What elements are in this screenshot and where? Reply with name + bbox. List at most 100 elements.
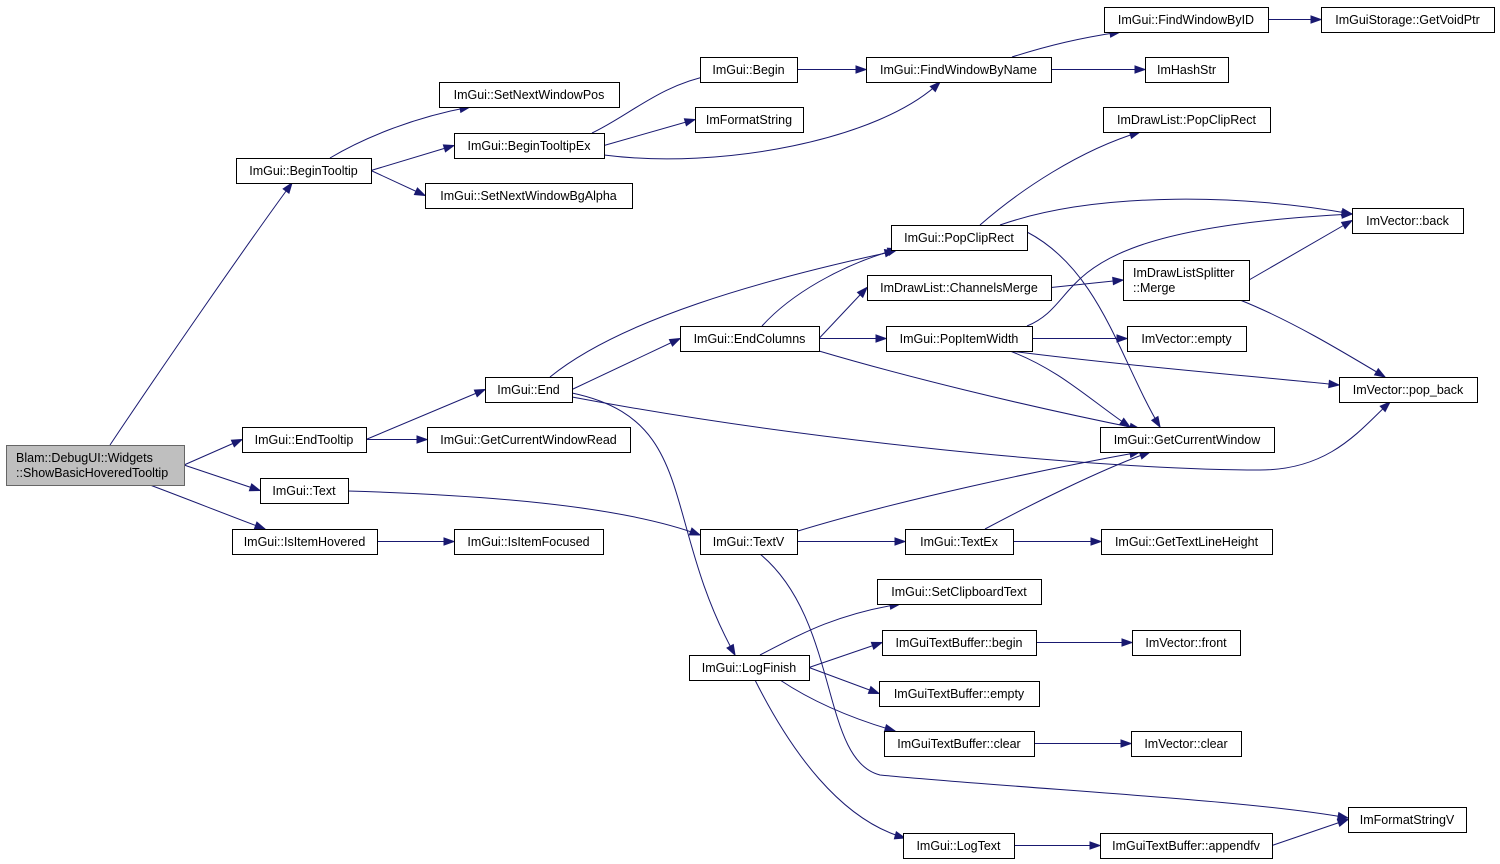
node-popcliprect-dl[interactable]: ImDrawList::PopClipRect <box>1103 107 1271 133</box>
nodes-layer: Blam::DebugUI::Widgets::ShowBasicHovered… <box>6 7 1495 859</box>
arrowhead <box>1150 415 1161 429</box>
edge-logfinish-to-tb-begin <box>808 641 884 668</box>
node-label: ImGui::SetClipboardText <box>891 585 1027 599</box>
node-merge[interactable]: ImDrawListSplitter::Merge <box>1123 260 1250 301</box>
edge-channelsmerge-to-merge <box>1050 276 1125 288</box>
node-label: ImGui::FindWindowByName <box>880 63 1037 77</box>
node-show[interactable]: Blam::DebugUI::Widgets::ShowBasicHovered… <box>6 445 185 486</box>
arrowhead <box>875 334 888 343</box>
edge-line <box>603 119 696 146</box>
node-formatstring[interactable]: ImFormatString <box>695 107 804 133</box>
node-begintooltip[interactable]: ImGui::BeginTooltip <box>236 158 372 184</box>
node-label: ImVector::back <box>1366 214 1449 228</box>
edge-end-to-logfinish <box>571 392 736 657</box>
node-label: ImGui::PopItemWidth <box>900 332 1019 346</box>
edge-findwindowbyid-to-getvoidptr <box>1268 15 1323 24</box>
node-box <box>1103 107 1271 133</box>
node-findwindowbyid[interactable]: ImGui::FindWindowByID <box>1104 7 1269 33</box>
node-box <box>1145 57 1229 83</box>
node-box <box>884 731 1035 757</box>
edge-end-to-endcolumns <box>571 337 682 390</box>
node-imhashstr[interactable]: ImHashStr <box>1145 57 1229 83</box>
node-tb-begin[interactable]: ImGuiTextBuffer::begin <box>882 630 1037 656</box>
node-begin[interactable]: ImGui::Begin <box>700 57 798 83</box>
node-getcurrentwindowread[interactable]: ImGui::GetCurrentWindowRead <box>427 427 631 453</box>
arrowhead <box>1121 638 1134 647</box>
node-getcurrentwindow[interactable]: ImGui::GetCurrentWindow <box>1100 427 1275 453</box>
node-v-back[interactable]: ImVector::back <box>1352 208 1464 234</box>
node-box <box>867 275 1052 301</box>
node-setnextwindowbgalpha[interactable]: ImGui::SetNextWindowBgAlpha <box>425 183 633 209</box>
node-text[interactable]: ImGui::Text <box>260 478 349 504</box>
edge-logfinish-to-setclipboardtext <box>759 601 902 656</box>
edge-isitemhovered-to-isitemfocused <box>377 537 456 546</box>
node-label: ImGui::GetTextLineHeight <box>1115 535 1259 549</box>
node-endcolumns[interactable]: ImGui::EndColumns <box>680 326 820 352</box>
node-endtooltip[interactable]: ImGui::EndTooltip <box>242 427 367 453</box>
node-label: Blam::DebugUI::Widgets <box>16 451 153 465</box>
node-begintooltipex[interactable]: ImGui::BeginTooltipEx <box>454 133 605 159</box>
arrowhead <box>1134 65 1147 74</box>
node-box <box>700 529 798 555</box>
arrowhead <box>688 527 702 536</box>
edge-line <box>754 679 906 839</box>
arrowhead <box>883 723 897 733</box>
node-formatstringv[interactable]: ImFormatStringV <box>1348 807 1467 833</box>
edge-line <box>818 350 1141 430</box>
node-v-front[interactable]: ImVector::front <box>1132 630 1241 656</box>
node-setnextwindowpos[interactable]: ImGui::SetNextWindowPos <box>439 82 620 108</box>
node-setclipboardtext[interactable]: ImGui::SetClipboardText <box>877 579 1042 605</box>
node-isitemhovered[interactable]: ImGui::IsItemHovered <box>232 529 378 555</box>
node-v-empty[interactable]: ImVector::empty <box>1127 326 1247 352</box>
edge-begintooltip-to-setnextwindowpos <box>329 104 472 159</box>
node-label: ImGui::EndTooltip <box>255 433 354 447</box>
node-findwindowbyname[interactable]: ImGui::FindWindowByName <box>866 57 1052 83</box>
edge-endcolumns-to-channelsmerge <box>818 286 869 339</box>
edge-line <box>797 451 1141 532</box>
node-box <box>905 529 1014 555</box>
arrowhead <box>893 831 907 840</box>
node-popcliprect-imgui[interactable]: ImGui::PopClipRect <box>891 225 1028 251</box>
node-v-clear[interactable]: ImVector::clear <box>1131 731 1242 757</box>
arrowhead <box>1336 811 1350 821</box>
arrowhead <box>473 388 487 398</box>
node-popitemwidth[interactable]: ImGui::PopItemWidth <box>886 326 1033 352</box>
node-label: ImGui::End <box>497 383 560 397</box>
node-box <box>1348 807 1467 833</box>
edge-line <box>183 439 243 466</box>
arrowhead <box>1373 367 1387 378</box>
node-v-pop-back[interactable]: ImVector::pop_back <box>1339 377 1478 403</box>
node-getvoidptr[interactable]: ImGuiStorage::GetVoidPtr <box>1321 7 1495 33</box>
edge-findwindowbyname-to-imhashstr <box>1051 65 1147 74</box>
edge-logfinish-to-logtext <box>754 679 907 840</box>
node-label: ImGui::GetCurrentWindowRead <box>440 433 617 447</box>
node-tb-clear[interactable]: ImGuiTextBuffer::clear <box>884 731 1035 757</box>
node-gettextlineheight[interactable]: ImGui::GetTextLineHeight <box>1101 529 1273 555</box>
edge-textex-to-gettextlineheight <box>1013 537 1103 546</box>
node-label: ImGuiTextBuffer::clear <box>897 737 1020 751</box>
node-textv[interactable]: ImGui::TextV <box>700 529 798 555</box>
edge-tb-clear-to-v-clear <box>1034 739 1133 748</box>
node-tb-appendfv[interactable]: ImGuiTextBuffer::appendfv <box>1100 833 1273 859</box>
node-isitemfocused[interactable]: ImGui::IsItemFocused <box>454 529 604 555</box>
node-box <box>695 107 804 133</box>
node-label: ImGuiTextBuffer::begin <box>896 636 1023 650</box>
edge-tb-appendfv-to-formatstringv <box>1271 818 1350 846</box>
edge-merge-to-v-back <box>1248 219 1354 281</box>
node-box <box>242 427 367 453</box>
node-label: ImGuiTextBuffer::appendfv <box>1112 839 1261 853</box>
node-box <box>439 82 620 108</box>
edge-show-to-begintooltip <box>109 181 293 446</box>
node-logfinish[interactable]: ImGui::LogFinish <box>689 655 810 681</box>
node-label: ImDrawList::ChannelsMerge <box>880 281 1038 295</box>
edge-line <box>808 667 880 694</box>
node-textex[interactable]: ImGui::TextEx <box>905 529 1014 555</box>
node-label: ImFormatString <box>706 113 792 127</box>
node-logtext[interactable]: ImGui::LogText <box>903 833 1015 859</box>
arrowhead <box>1379 400 1392 413</box>
node-end[interactable]: ImGui::End <box>485 377 573 403</box>
node-tb-empty[interactable]: ImGuiTextBuffer::empty <box>879 681 1040 707</box>
node-channelsmerge[interactable]: ImDrawList::ChannelsMerge <box>867 275 1052 301</box>
node-label: ImGui::Begin <box>712 63 784 77</box>
edge-logtext-to-tb-appendfv <box>1014 841 1102 850</box>
